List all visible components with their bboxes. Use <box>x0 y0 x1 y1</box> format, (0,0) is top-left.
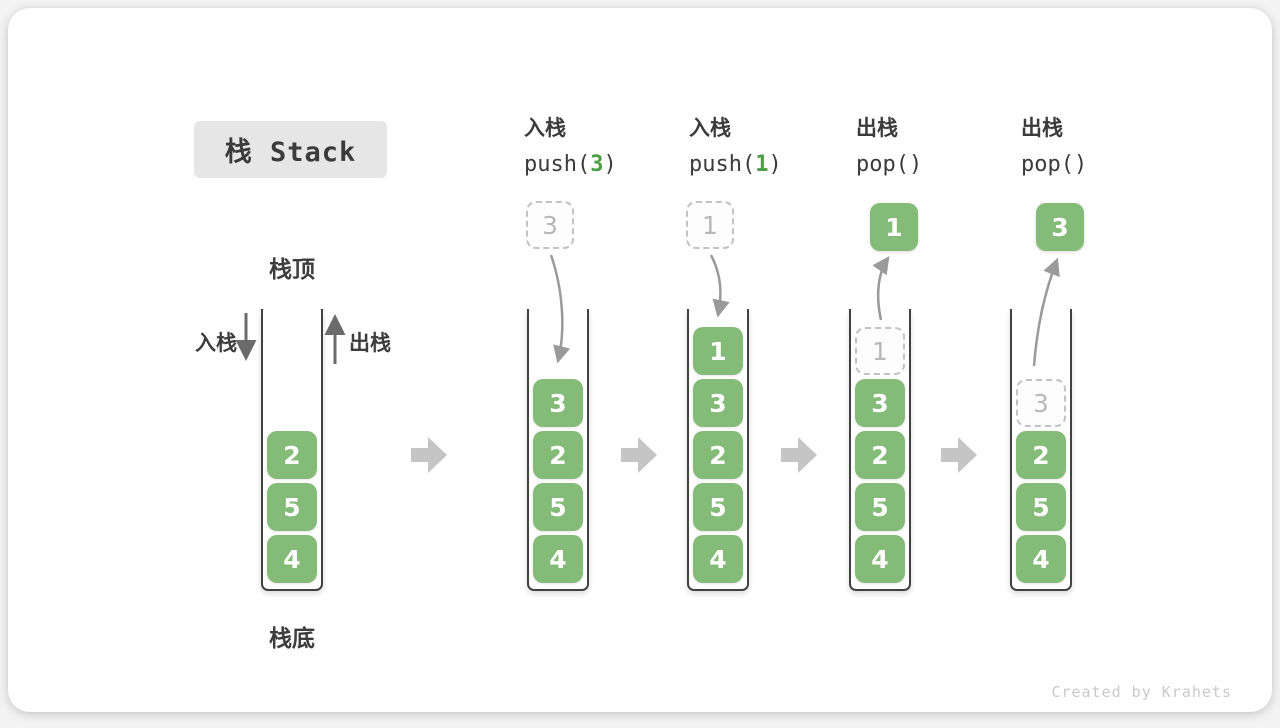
watermark: Created by Krahets <box>1051 683 1232 701</box>
popped-element-cell: 1 <box>870 203 918 251</box>
push-side-label: 入栈 <box>195 331 237 355</box>
stack-cell: 2 <box>1016 431 1066 479</box>
operation-header-4: 出栈 pop() <box>1021 115 1087 178</box>
stack-cell: 5 <box>855 483 905 531</box>
op-code: pop() <box>856 152 923 177</box>
stack-cell: 3 <box>855 379 905 427</box>
stack-cell: 3 <box>693 379 743 427</box>
op-code: pop() <box>1021 152 1088 177</box>
stack-cell: 3 <box>533 379 583 427</box>
step-arrow-4-icon <box>941 437 977 473</box>
stack-cell: 4 <box>855 535 905 583</box>
diagram-title: 栈 Stack <box>194 121 387 178</box>
stack-cell: 2 <box>533 431 583 479</box>
op-label: 入栈 <box>524 116 566 140</box>
stack-cell: 2 <box>855 431 905 479</box>
op-code: push(1) <box>689 152 782 177</box>
stack-bottom-label: 栈底 <box>269 626 315 652</box>
op-code: push(3) <box>524 152 617 177</box>
operation-header-3: 出栈 pop() <box>856 115 922 178</box>
stack-cell: 4 <box>533 535 583 583</box>
operation-header-2: 入栈 push(1) <box>689 115 782 178</box>
stack-cell: 5 <box>693 483 743 531</box>
ghost-cell: 1 <box>855 327 905 375</box>
stack-cell: 2 <box>267 431 317 479</box>
stack-cell: 4 <box>267 535 317 583</box>
arrows-overlay <box>235 254 1060 473</box>
incoming-element-cell: 1 <box>686 201 734 249</box>
pop-side-label: 出栈 <box>349 331 391 355</box>
stack-cell: 2 <box>693 431 743 479</box>
stack-cell: 5 <box>533 483 583 531</box>
step-arrow-2-icon <box>621 437 657 473</box>
stack-top-label: 栈顶 <box>269 257 315 283</box>
op-label: 出栈 <box>1021 116 1063 140</box>
push1-flow-arrow-icon <box>709 254 730 318</box>
stack-cell: 4 <box>1016 535 1066 583</box>
stack-cell: 5 <box>1016 483 1066 531</box>
op-label: 入栈 <box>689 116 731 140</box>
step-arrow-3-icon <box>781 437 817 473</box>
op-label: 出栈 <box>856 116 898 140</box>
incoming-element-cell: 3 <box>526 201 574 249</box>
ghost-cell: 3 <box>1016 379 1066 427</box>
stack-cell: 5 <box>267 483 317 531</box>
operation-header-1: 入栈 push(3) <box>524 115 617 178</box>
stack-cell: 4 <box>693 535 743 583</box>
step-arrow-1-icon <box>411 437 447 473</box>
popped-element-cell: 3 <box>1036 203 1084 251</box>
stack-cell: 1 <box>693 327 743 375</box>
